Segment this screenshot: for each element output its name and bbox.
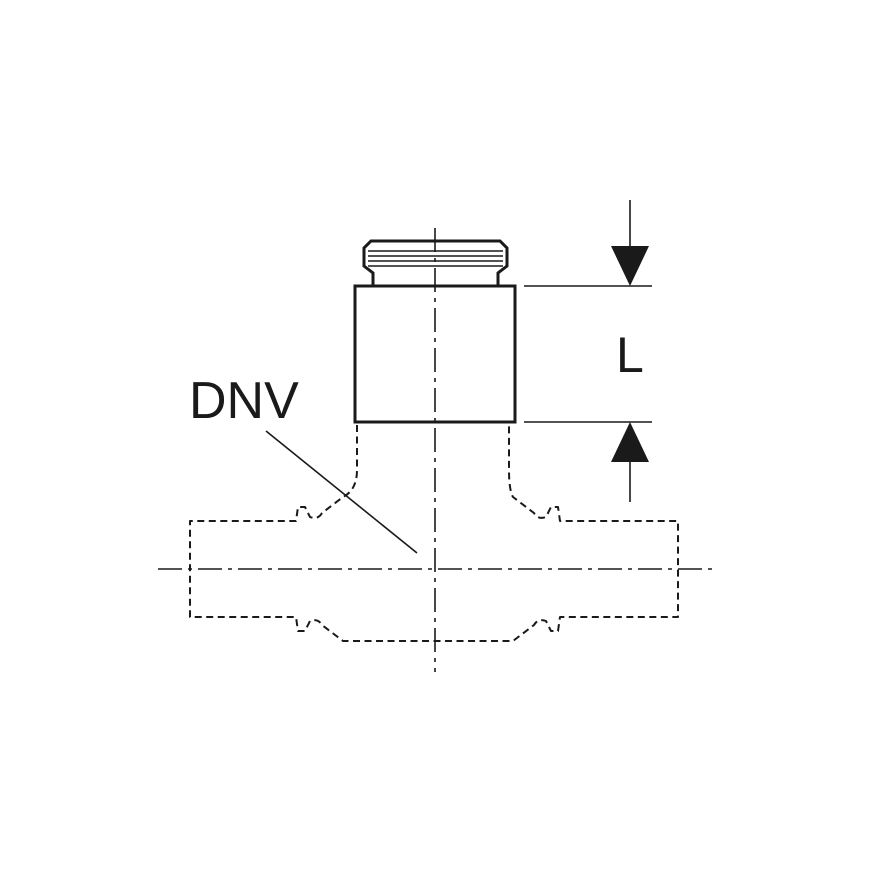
dimension-arrow-down [611,246,649,286]
length-dimension: L [524,200,652,502]
nominal-diameter-leader [265,430,418,554]
thread-lines [368,250,503,267]
length-label: L [616,327,644,383]
tee-body-outline [189,425,679,642]
tee-body-upper-outline [189,425,679,642]
nominal-diameter-label: DNV [189,372,299,430]
dimension-arrow-up [611,422,649,462]
nominal-diameter-callout: DNV [189,372,418,554]
